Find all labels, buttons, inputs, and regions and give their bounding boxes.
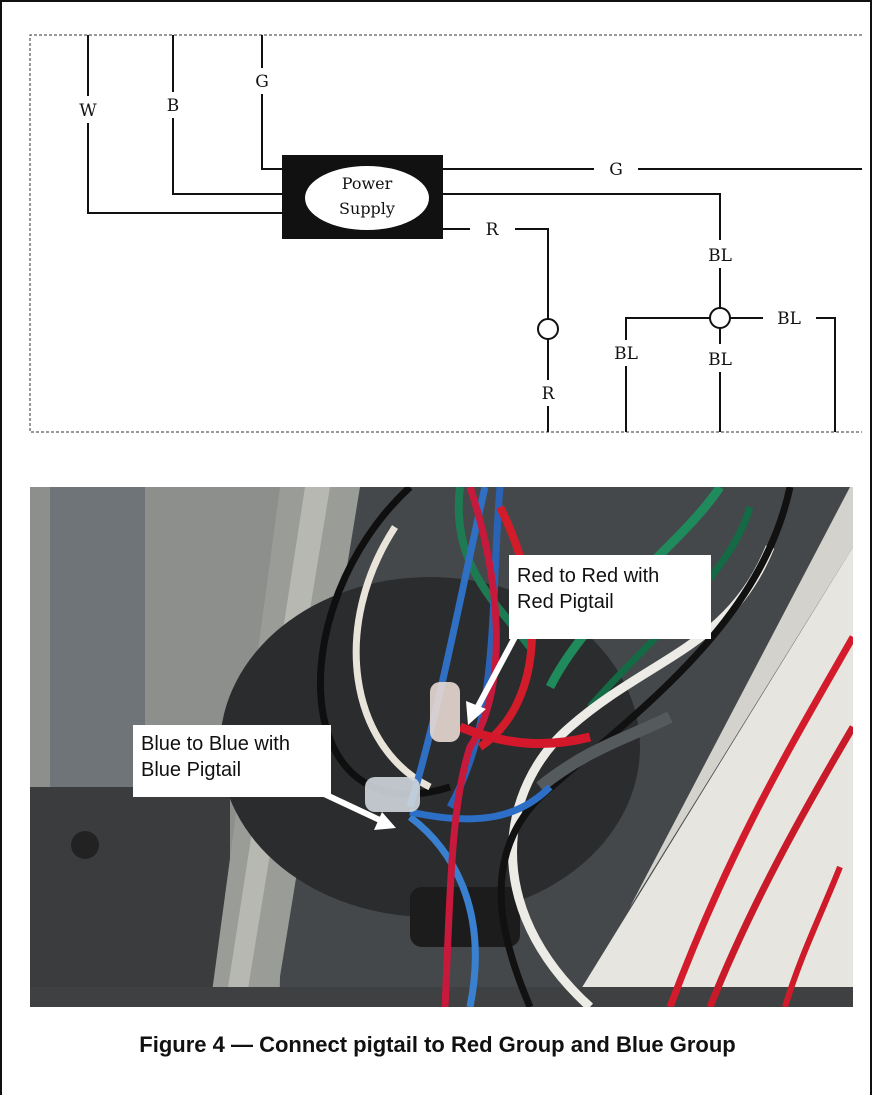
power-supply-label-line2: Supply	[339, 199, 395, 218]
power-supply-label-line1: Power	[342, 174, 393, 193]
figure-caption: Figure 4 — Connect pigtail to Red Group …	[139, 1032, 736, 1057]
label-r-top: R	[486, 220, 500, 240]
callout-blue-pigtail: Blue to Blue with Blue Pigtail	[133, 725, 331, 797]
label-w: W	[79, 101, 97, 121]
wire-bl-right	[730, 317, 836, 432]
label-r-bottom: R	[542, 384, 556, 404]
label-g-right: G	[609, 160, 623, 180]
wire-w	[87, 35, 283, 214]
wire-r	[443, 228, 549, 432]
label-bl-left: BL	[614, 344, 638, 364]
callout-red-pigtail: Red to Red with Red Pigtail	[509, 555, 711, 639]
bl-junction	[709, 307, 731, 329]
wire-g-top	[261, 35, 283, 170]
label-bl-upper: BL	[708, 246, 732, 266]
schematic-boundary	[29, 34, 862, 433]
wiring-photo: Red to Red with Red Pigtail Blue to Blue…	[30, 487, 853, 1007]
power-supply-label-oval	[305, 166, 429, 230]
wire-bl-main	[443, 193, 721, 309]
label-g-top: G	[255, 72, 269, 92]
wiring-schematic: Power Supply W B G G R R BL BL BL BL	[29, 34, 862, 433]
wire-b	[172, 35, 283, 195]
wire-bl-left	[625, 317, 710, 432]
label-b: B	[167, 96, 180, 116]
label-bl-right: BL	[777, 309, 801, 329]
label-bl-lower: BL	[708, 350, 732, 370]
r-junction	[537, 318, 559, 340]
